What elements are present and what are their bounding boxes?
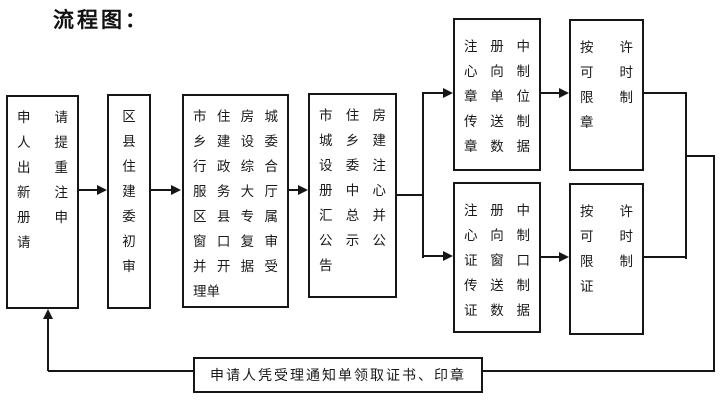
text-row: 新注 (17, 185, 68, 200)
text-row: 服务大厅 (193, 184, 278, 199)
flow-box-send-cert-data: 注册中心向制证窗口传送制证数据 (453, 182, 541, 333)
text-row: 建 (122, 184, 136, 199)
text-row: 市住房 (319, 108, 386, 123)
connector-district-to-hall-line (151, 189, 171, 191)
text-row: 章单位 (464, 89, 530, 104)
arrowhead-junction-to-seal-data (443, 88, 453, 98)
arrowhead-seal-data-to-make-seal (559, 88, 569, 98)
connector-center-to-junction-line (396, 194, 424, 196)
text-row: 汇总并 (319, 208, 386, 223)
text-row: 按许 (580, 40, 633, 55)
right-edge-vertical-line (713, 155, 715, 372)
arrowhead-district-to-hall (171, 185, 181, 195)
flow-box-make-cert: 按许可时限制证 (569, 183, 644, 335)
text-row: 城乡建 (319, 133, 386, 148)
text-row: 窗口复审 (193, 234, 278, 249)
text-row: 证数据 (464, 303, 530, 318)
text-row: 可时 (580, 229, 633, 244)
text-row: 委 (122, 209, 136, 224)
flow-box-service-hall-second-review: 市住房城乡建设委行政综合服务大厅区县专属窗口复审并开据受理单 (182, 94, 289, 308)
connector-junction-to-cert-data-line (422, 255, 443, 257)
junction-split-vertical-line (422, 92, 424, 258)
text-row: 县 (122, 134, 136, 149)
connector-merge-to-right-line (685, 155, 715, 157)
text-row: 可时 (580, 65, 633, 80)
text-row: 区县专属 (193, 209, 278, 224)
connector-applicant-to-district-line (79, 189, 97, 191)
connector-junction-to-seal-data-line (422, 92, 443, 94)
text-row: 限制 (580, 90, 633, 105)
connector-banner-to-left-line (48, 370, 193, 372)
text-row: 设委注 (319, 158, 386, 173)
connector-cert-data-to-make-cert-line (541, 256, 559, 258)
text-row: 请 (17, 235, 31, 250)
text-row: 告 (319, 258, 333, 273)
text-row: 申请 (17, 110, 68, 125)
text-row: 出重 (17, 160, 68, 175)
text-row: 区 (122, 109, 136, 124)
text-row: 住 (122, 159, 136, 174)
text-row: 传送制 (464, 278, 530, 293)
return-vertical-line (47, 318, 49, 371)
text-row: 心向制 (464, 64, 530, 79)
text-row: 心向制 (464, 228, 530, 243)
text-row: 限制 (580, 254, 633, 269)
flow-box-collect-certificate-seal: 申请人凭受理通知单领取证书、印章 (193, 357, 483, 393)
text-row: 册中心 (319, 183, 386, 198)
connector-hall-to-center-line (289, 189, 298, 191)
text-row: 人提 (17, 135, 68, 150)
arrowhead-hall-to-center (298, 185, 308, 195)
text-row: 并开据受 (193, 259, 278, 274)
text-row: 证窗口 (464, 253, 530, 268)
text-row: 行政综合 (193, 159, 278, 174)
flow-box-send-seal-data: 注册中心向制章单位传送制章数据 (453, 18, 541, 171)
connector-seal-data-to-make-seal-line (541, 92, 559, 94)
arrowhead-cert-data-to-make-cert (559, 252, 569, 262)
diagram-title: 流程图： (53, 9, 149, 32)
merge-vertical-line (685, 92, 687, 259)
text-row: 按许 (580, 204, 633, 219)
arrowhead-applicant-to-district (97, 185, 107, 195)
arrowhead-return-to-applicant (43, 309, 53, 319)
text-row: 注册中 (464, 39, 530, 54)
text-row: 册申 (17, 210, 68, 225)
text-row: 章 (580, 115, 594, 130)
connector-right-to-banner-line (483, 370, 715, 372)
text-row: 公示公 (319, 233, 386, 248)
collect-banner-text: 申请人凭受理通知单领取证书、印章 (210, 369, 466, 384)
flow-box-make-seal: 按许可时限制章 (569, 19, 644, 171)
connector-make-seal-out-line (642, 92, 687, 94)
connector-make-cert-out-line (642, 256, 687, 258)
text-row: 审 (122, 259, 136, 274)
arrowhead-junction-to-cert-data (443, 251, 453, 261)
text-row: 理单 (193, 284, 220, 299)
text-row: 市住房城 (193, 109, 278, 124)
flow-box-district-first-review: 区县住建委初审 (107, 94, 151, 309)
flow-box-applicant-request: 申请人提出重新注册申请 (6, 95, 79, 309)
text-row: 证 (580, 279, 594, 294)
text-row: 乡建设委 (193, 134, 278, 149)
text-row: 章数据 (464, 139, 530, 154)
text-row: 初 (122, 234, 136, 249)
text-row: 传送制 (464, 114, 530, 129)
flow-box-registration-center-publicity: 市住房城乡建设委注册中心汇总并公示公告 (308, 93, 397, 298)
text-row: 注册中 (464, 203, 530, 218)
